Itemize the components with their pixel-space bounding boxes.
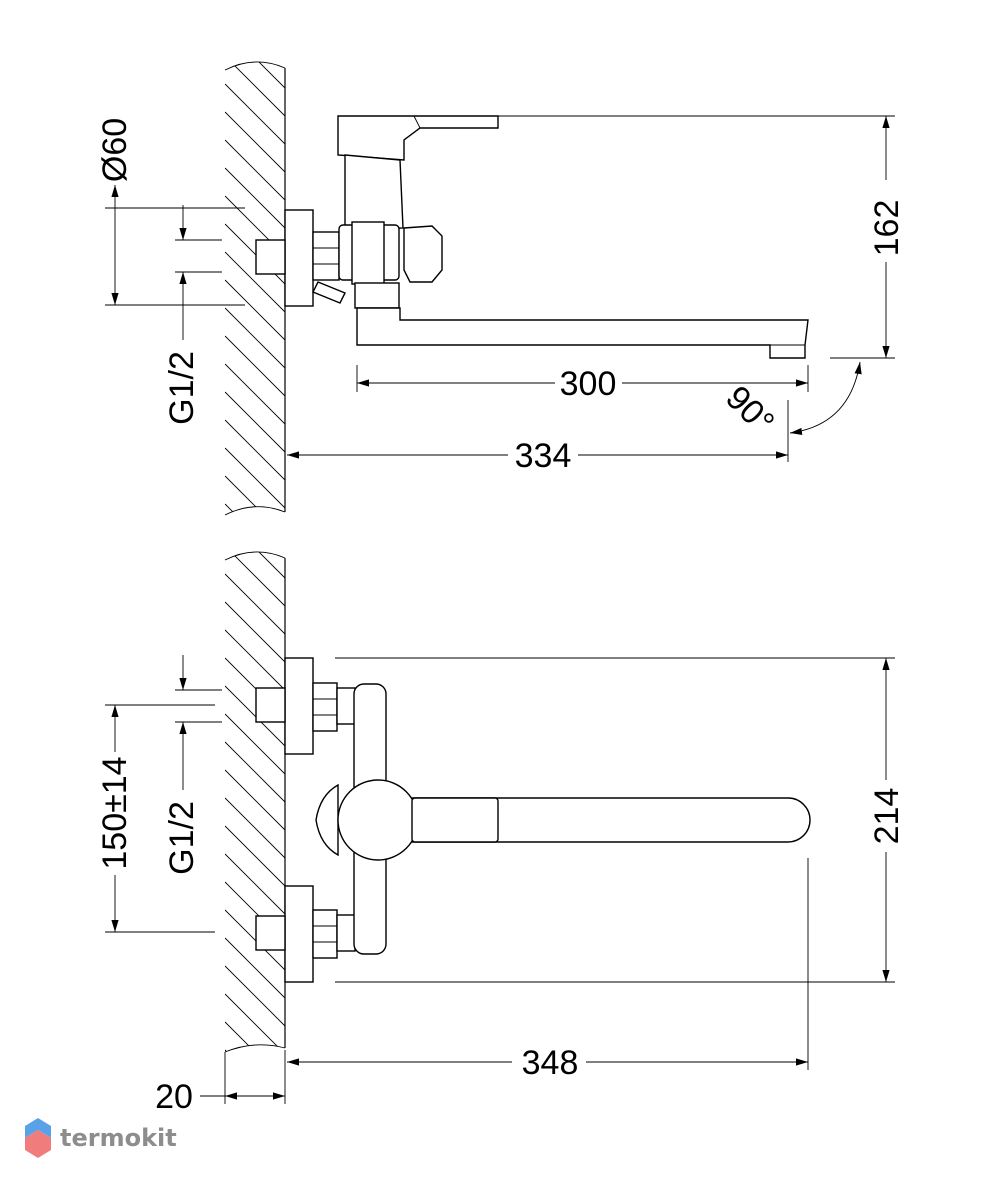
top-view: Ø60 G1/2 162 300 [96, 0, 906, 516]
hatch-line [225, 629, 285, 691]
hatch-line [225, 279, 285, 341]
dim-thread-front-label: G1/2 [163, 801, 201, 875]
wall-section-top [224, 0, 286, 516]
hatch-line [225, 0, 285, 60]
hatch-line [225, 965, 285, 1027]
dim-total-334: 334 [287, 400, 789, 475]
hatch-line [225, 83, 285, 145]
hatch-line [225, 167, 285, 229]
hatch-line [225, 1078, 285, 1138]
watermark-brand: termokit [60, 1124, 177, 1152]
hatch-line [225, 685, 285, 747]
hatch-line [225, 713, 285, 775]
hatch-line [225, 769, 285, 831]
hatch-line [225, 573, 285, 635]
dim-wall-20: 20 [155, 1052, 285, 1116]
dim-centers-150: 150±14 [96, 704, 215, 933]
hatch-line [225, 61, 285, 89]
hatch-line [225, 937, 285, 999]
dim-angle-90: 90° [718, 361, 862, 442]
front-view: 150±14 G1/2 214 348 [96, 551, 906, 1166]
dim-wall-20-label: 20 [155, 1078, 193, 1116]
dim-spout-300-label: 300 [560, 365, 617, 403]
hatch-line [225, 111, 285, 173]
faucet-front-outline [255, 657, 811, 983]
hatch-line [225, 853, 285, 915]
dim-centers-label: 150±14 [96, 756, 134, 869]
faucet-top-outline [255, 115, 809, 359]
dim-reach-348-label: 348 [522, 1044, 579, 1082]
dim-height-214: 214 [335, 657, 906, 983]
dim-height-162: 162 [498, 115, 906, 359]
hatch-line [225, 251, 285, 313]
hatch-line [225, 741, 285, 803]
wall-section-front [224, 551, 286, 1166]
hatch-line [225, 797, 285, 859]
dim-spout-300: 300 [356, 365, 809, 403]
hatch-line [225, 1021, 285, 1052]
hatch-line [225, 993, 285, 1052]
hatch-line [225, 551, 285, 579]
dim-diameter-label: Ø60 [96, 118, 134, 182]
hatch-line [225, 909, 285, 971]
dim-height-214-label: 214 [868, 788, 906, 845]
hatch-line [225, 1049, 285, 1052]
dim-total-334-label: 334 [515, 437, 572, 475]
hatch-line [225, 447, 285, 509]
dim-diameter-60: Ø60 [96, 118, 245, 306]
hatch-line [225, 475, 285, 515]
dim-thread-front: G1/2 [163, 655, 222, 875]
hatch-line [225, 363, 285, 425]
dim-thread-top-label: G1/2 [163, 351, 201, 425]
termokit-logo-icon [25, 1118, 51, 1158]
dim-thread-top: G1/2 [163, 205, 222, 425]
hatch-line [225, 335, 285, 397]
dim-height-162-label: 162 [868, 200, 906, 257]
hatch-line [225, 391, 285, 453]
hatch-line [225, 1106, 285, 1166]
hatch-line [225, 825, 285, 887]
watermark: termokit [25, 1118, 177, 1158]
hatch-line [225, 139, 285, 201]
dim-reach-348: 348 [284, 858, 809, 1104]
hatch-line [225, 419, 285, 481]
hatch-line [225, 307, 285, 369]
hatch-line [225, 601, 285, 663]
dim-angle-label: 90° [718, 379, 781, 442]
